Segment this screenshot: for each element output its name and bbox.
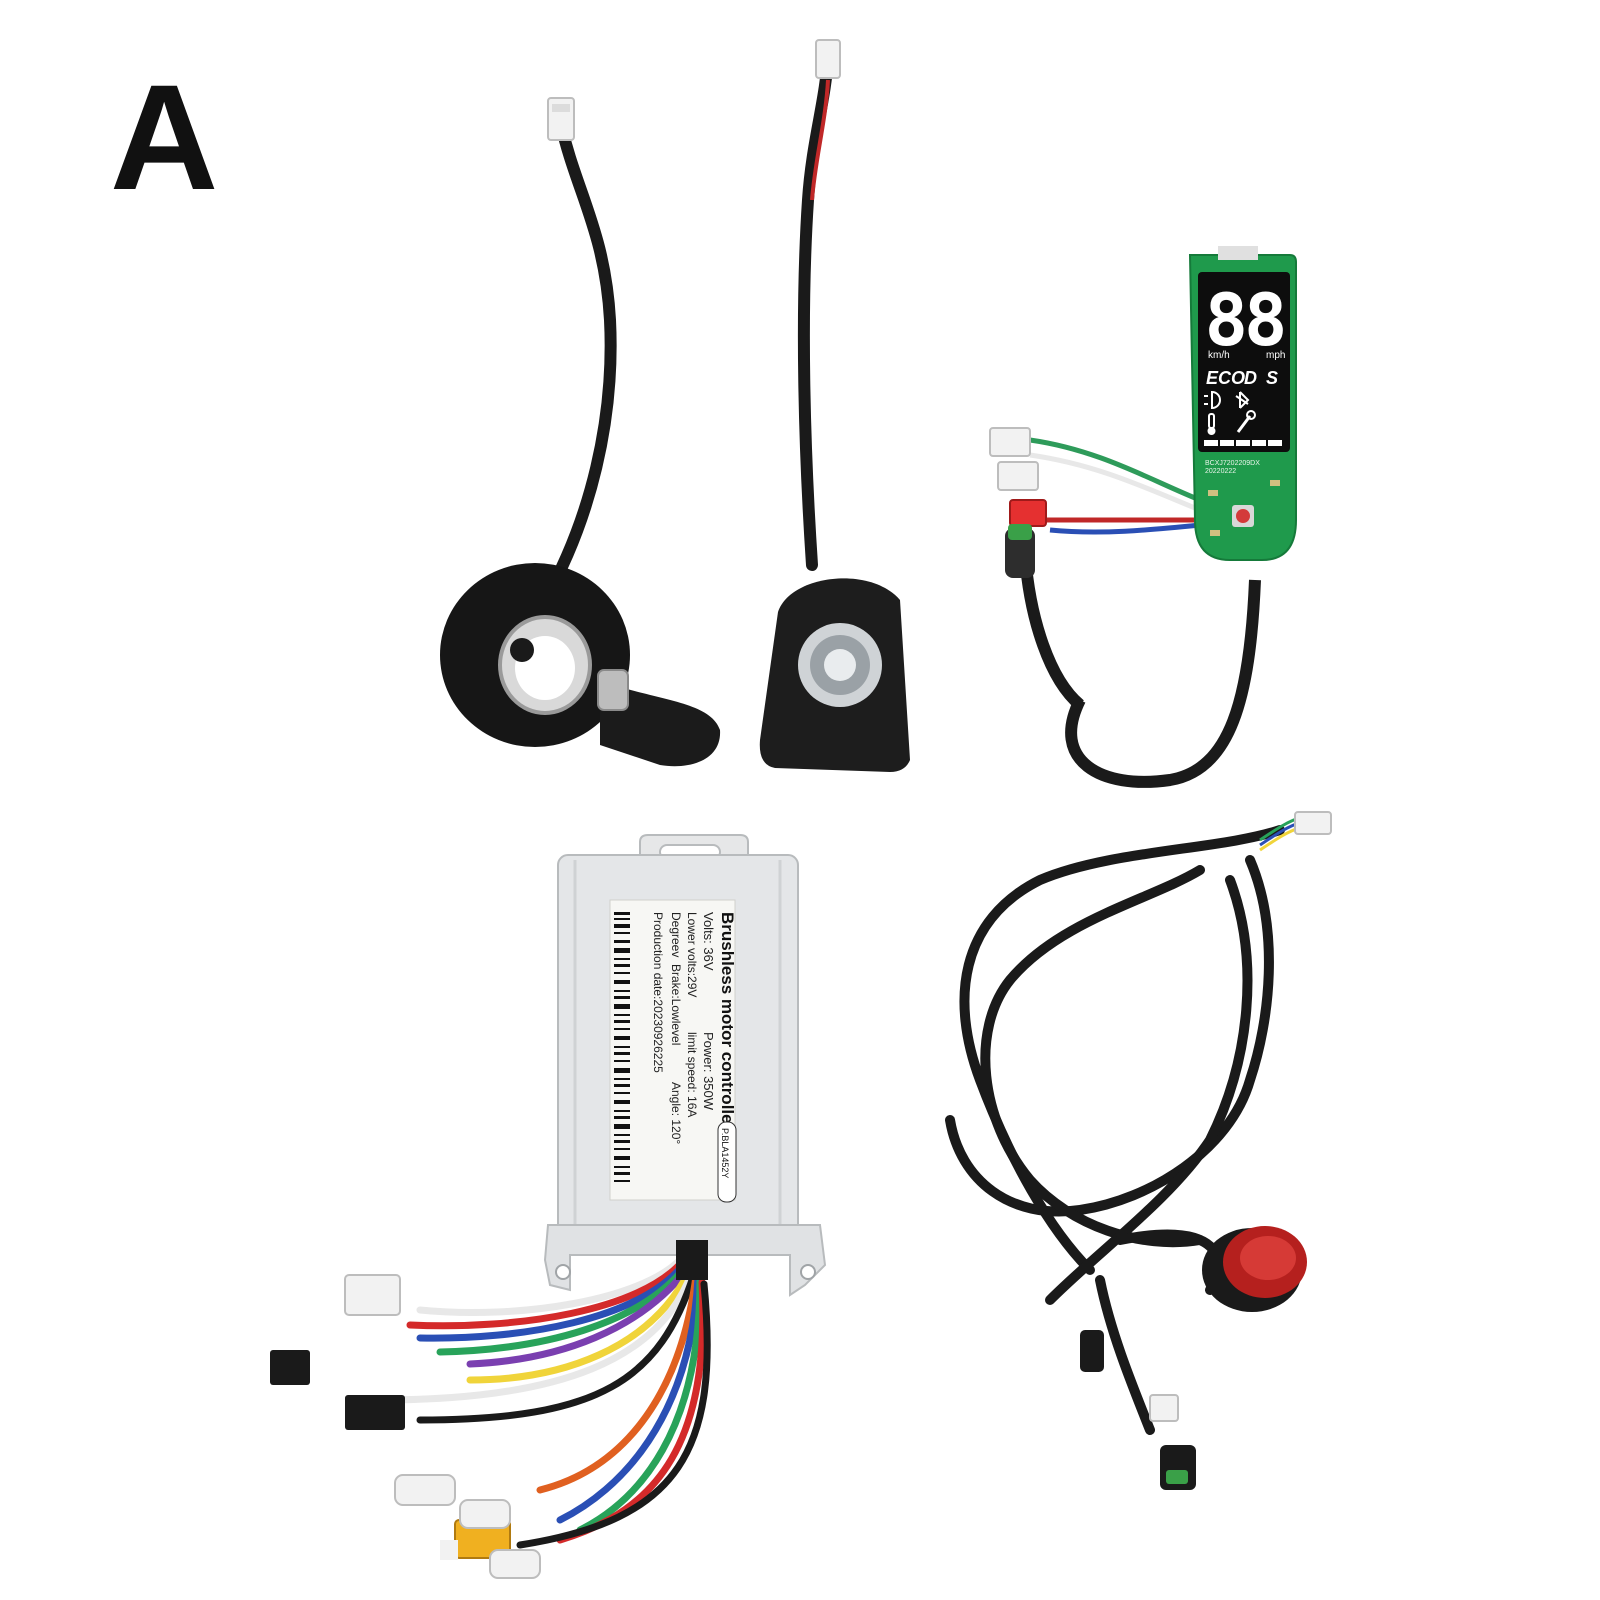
controller-production-date: Production date:20230926225 — [651, 912, 665, 1073]
headlight-icon — [1204, 390, 1221, 410]
headlight — [759, 39, 910, 772]
tail-light-cable — [945, 811, 1332, 1490]
mode-s: S — [1266, 368, 1278, 388]
temperature-icon — [1207, 413, 1216, 435]
power-button — [1236, 509, 1250, 523]
display-board: 88 km/h mph ECO D S — [989, 246, 1297, 788]
thumb-throttle — [440, 97, 721, 767]
controller-angle: Angle: 120° — [669, 1082, 683, 1144]
mode-eco: ECO — [1206, 368, 1245, 388]
board-date: 20220222 — [1205, 468, 1236, 475]
controller-degree: Degreev — [669, 912, 683, 957]
controller-brake: Brake:Lowlevel — [669, 964, 683, 1045]
unit-kmh: km/h — [1208, 350, 1230, 361]
mode-d: D — [1244, 368, 1257, 388]
controller-model-tag: P.BLA1452Y — [720, 1128, 730, 1178]
speed-readout: 88 — [1205, 278, 1284, 362]
variant-label: A — [110, 53, 219, 221]
board-code: BCXJ7202209DX — [1205, 460, 1260, 467]
motor-controller: Brushless motor controller Volts: 36V Po… — [270, 834, 827, 1579]
barcode — [612, 910, 632, 1190]
battery-bars — [1204, 440, 1282, 446]
tail-light — [1202, 1226, 1307, 1312]
unit-mph: mph — [1266, 350, 1285, 361]
controller-lower-volts: Lower volts:29V — [685, 912, 699, 997]
controller-limit-speed: limit speed: 16A — [685, 1032, 699, 1117]
controller-title: Brushless motor controller — [718, 912, 737, 1131]
controller-wiring — [376, 1256, 711, 1549]
bluetooth-icon — [1235, 391, 1250, 409]
controller-power: Power: 350W — [701, 1032, 716, 1111]
wrench-icon — [1236, 410, 1256, 433]
controller-volts: Volts: 36V — [701, 912, 716, 971]
